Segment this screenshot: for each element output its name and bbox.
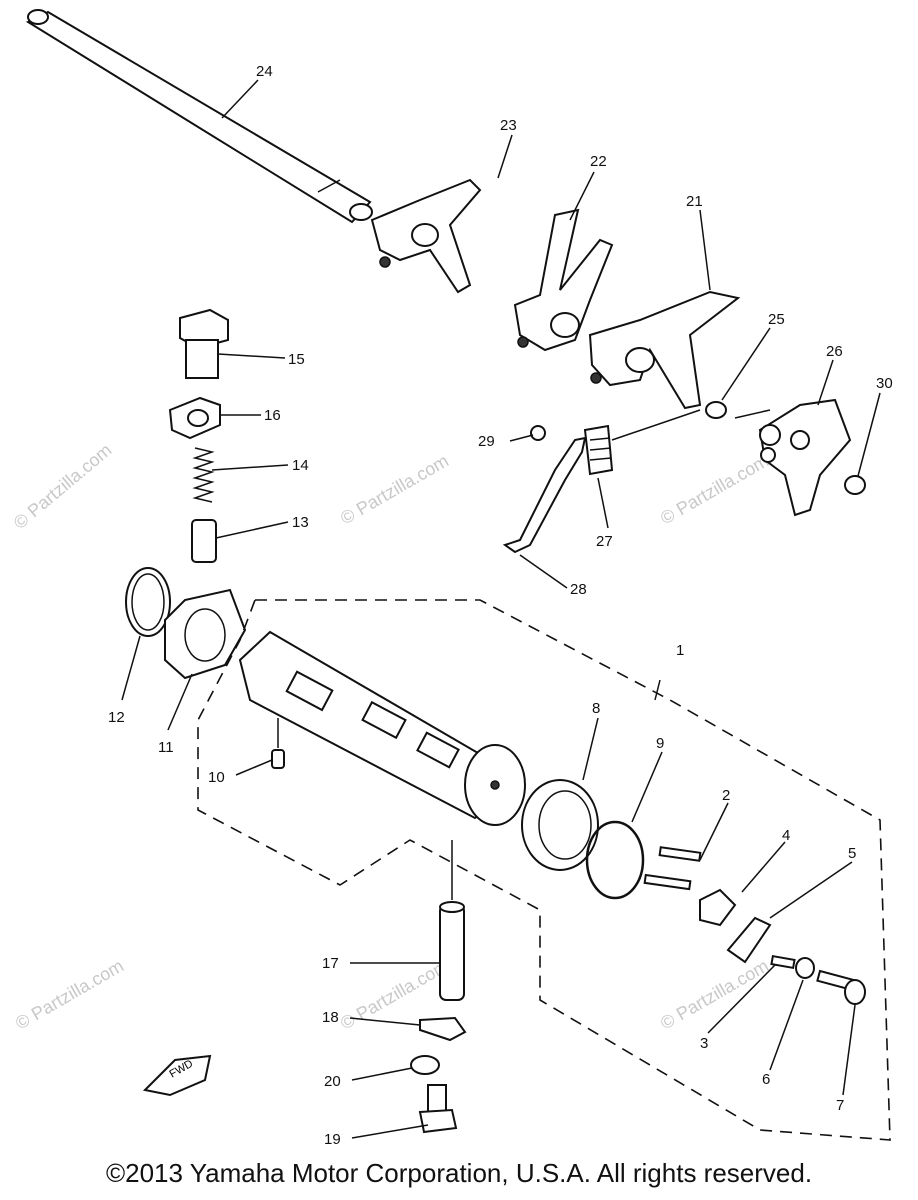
part-22-shift-fork (513, 208, 614, 352)
part-1-shift-cam (238, 630, 526, 826)
leader-lines (121, 79, 881, 1139)
callout-12: 12 (108, 709, 125, 726)
callout-1: 1 (676, 642, 684, 659)
callout-22: 22 (590, 153, 607, 170)
part-11-plate (164, 588, 247, 680)
watermark-bottom-left: © Partzilla.com (12, 955, 127, 1033)
fwd-arrow-icon: FWD (142, 1054, 212, 1097)
part-18-lock-washer (419, 1016, 467, 1042)
callout-17: 17 (322, 955, 339, 972)
part-29-nut (530, 425, 546, 441)
part-27-spring (583, 409, 701, 476)
part-16-stopper (168, 396, 221, 440)
part-7-screw (816, 969, 866, 1005)
callout-20: 20 (324, 1073, 341, 1090)
part-19-bolt (418, 1084, 458, 1134)
callout-16: 16 (264, 407, 281, 424)
part-12-circlip (125, 567, 171, 637)
part-13-pin (191, 519, 217, 563)
part-23-shift-fork (370, 178, 482, 294)
callout-3: 3 (700, 1035, 708, 1052)
watermark-left: © Partzilla.com (10, 440, 116, 533)
callout-4: 4 (782, 827, 790, 844)
callout-labels: 24 23 22 21 25 26 30 29 27 28 15 16 14 1… (108, 63, 893, 1148)
part-14-spring (192, 447, 215, 503)
callout-27: 27 (596, 533, 613, 550)
part-3-pin (770, 954, 796, 970)
part-21-shift-fork (588, 290, 741, 410)
watermark-bottom-right: © Partzilla.com (657, 955, 772, 1033)
callout-30: 30 (876, 375, 893, 392)
part-9-circlip (585, 820, 645, 900)
callout-14: 14 (292, 457, 309, 474)
watermark-right: © Partzilla.com (657, 450, 772, 528)
callout-7: 7 (836, 1097, 844, 1114)
callout-24: 24 (256, 63, 273, 80)
part-25-washer (705, 401, 727, 419)
callout-11: 11 (158, 739, 174, 756)
part-6-washer (795, 957, 815, 979)
callout-26: 26 (826, 343, 843, 360)
assembly-outline (197, 599, 891, 1141)
callout-6: 6 (762, 1071, 770, 1088)
copyright-notice: ©2013 Yamaha Motor Corporation, U.S.A. A… (105, 1158, 813, 1188)
part-10-pin (271, 749, 285, 769)
part-17-pin (439, 901, 465, 1001)
part-2-pins (643, 846, 702, 891)
part-24-fork-shaft (25, 9, 373, 224)
callout-29: 29 (478, 433, 495, 450)
part-8-bearing (521, 779, 599, 871)
part-15-bolt (179, 308, 229, 379)
part-5-plate (726, 916, 772, 964)
callout-8: 8 (592, 700, 600, 717)
part-26-segment-lever (734, 398, 852, 517)
callout-10: 10 (208, 769, 225, 786)
callout-21: 21 (686, 193, 703, 210)
callout-23: 23 (500, 117, 517, 134)
callout-18: 18 (322, 1009, 339, 1026)
part-30-circlip (844, 475, 866, 495)
callout-15: 15 (288, 351, 305, 368)
part-4-plate (699, 888, 737, 927)
callout-25: 25 (768, 311, 785, 328)
watermark-center: © Partzilla.com (337, 450, 452, 528)
callout-13: 13 (292, 514, 309, 531)
callout-9: 9 (656, 735, 664, 752)
callout-2: 2 (722, 787, 730, 804)
callout-19: 19 (324, 1131, 341, 1148)
callout-28: 28 (570, 581, 587, 598)
callout-5: 5 (848, 845, 856, 862)
part-28-stopper-lever (502, 436, 587, 554)
part-20-washer (410, 1055, 440, 1075)
